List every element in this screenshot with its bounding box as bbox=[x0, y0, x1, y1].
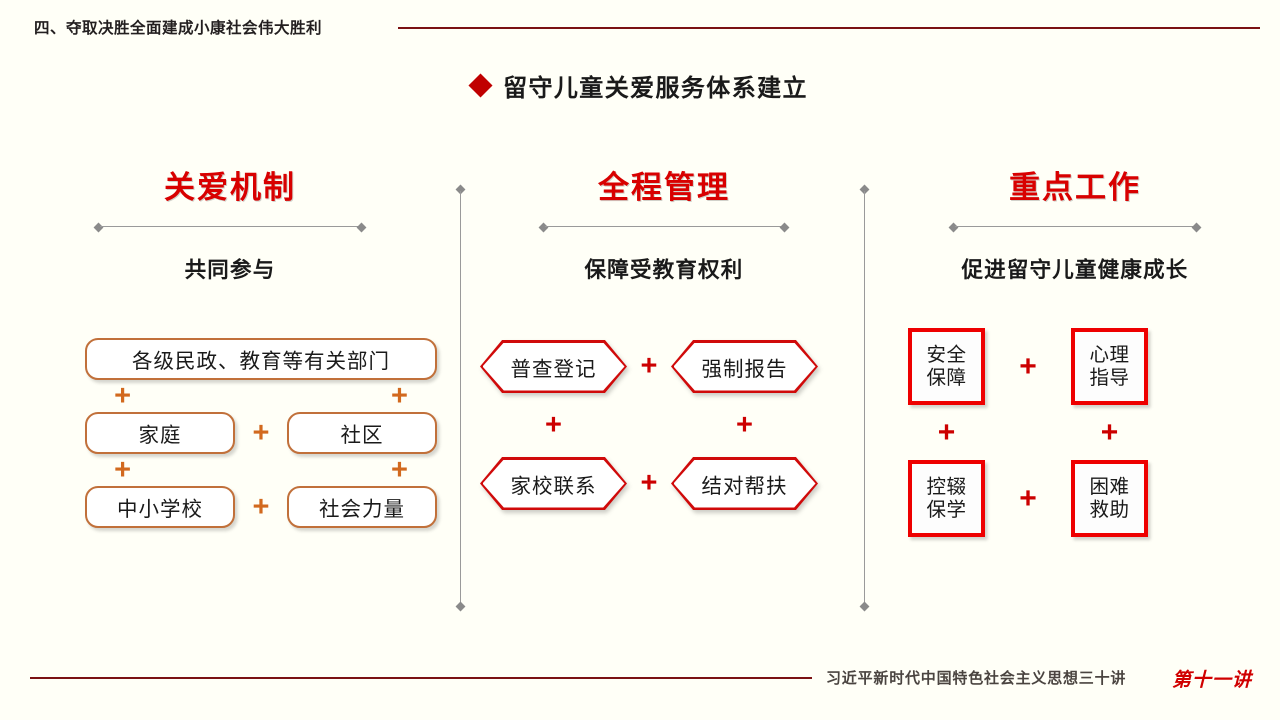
slide-footer: 习近平新时代中国特色社会主义思想三十讲 第十一讲 bbox=[0, 664, 1280, 720]
hexagon-label: 家校联系 bbox=[482, 459, 625, 508]
plus-icon: + bbox=[1100, 415, 1119, 449]
item-label-line1: 控辍 bbox=[926, 476, 967, 499]
footer-divider-line bbox=[30, 677, 812, 679]
plus-icon: + bbox=[114, 453, 131, 486]
plus-icon: + bbox=[640, 467, 658, 499]
divider-line bbox=[864, 191, 866, 605]
item-label-line2: 指导 bbox=[1089, 366, 1130, 389]
item-hexagon[interactable]: 结对帮扶 bbox=[671, 457, 818, 510]
heading-divider bbox=[948, 222, 1202, 232]
hexagon-label: 结对帮扶 bbox=[673, 459, 816, 508]
item-hexagon[interactable]: 强制报告 bbox=[671, 340, 818, 393]
column-whole-process-management: 全程管理 保障受教育权利 普查登记 + 强制报告 bbox=[480, 160, 848, 620]
item-label-line1: 安全 bbox=[926, 344, 967, 367]
header-divider-line bbox=[398, 27, 1260, 29]
item-box[interactable]: 困难 救助 bbox=[1071, 460, 1148, 537]
item-label-line2: 保学 bbox=[926, 498, 967, 521]
plus-connector-row: + + bbox=[480, 393, 848, 457]
item-box[interactable]: 中小学校 bbox=[85, 486, 235, 528]
item-label-line2: 保障 bbox=[926, 366, 967, 389]
vertical-divider-right bbox=[859, 184, 870, 612]
column-subheading: 促进留守儿童健康成长 bbox=[961, 258, 1189, 282]
divider-line bbox=[545, 226, 783, 228]
plus-icon: + bbox=[252, 490, 270, 523]
column-heading: 关爱机制 bbox=[164, 170, 296, 205]
divider-diamond-right-icon bbox=[1191, 222, 1202, 232]
column-heading: 重点工作 bbox=[1009, 170, 1141, 205]
item-row: 安全 保障 + 心理 指导 bbox=[908, 328, 1228, 405]
plus-icon: + bbox=[391, 379, 408, 412]
whole-process-items: 普查登记 + 强制报告 + + 家校联系 bbox=[480, 340, 848, 510]
plus-icon: + bbox=[391, 453, 408, 486]
hexagon-shape: 普查登记 bbox=[480, 340, 627, 393]
divider-line bbox=[100, 226, 360, 228]
hexagon-shape: 强制报告 bbox=[671, 340, 818, 393]
hexagon-shape: 家校联系 bbox=[480, 457, 627, 510]
item-box[interactable]: 社会力量 bbox=[287, 486, 437, 528]
item-hexagon[interactable]: 普查登记 bbox=[480, 340, 627, 393]
plus-icon: + bbox=[640, 350, 658, 382]
plus-icon: + bbox=[1019, 349, 1037, 383]
item-label-line1: 困难 bbox=[1089, 476, 1130, 499]
column-heading: 全程管理 bbox=[598, 170, 730, 205]
plus-connector-row: + + bbox=[75, 454, 447, 486]
plus-icon: + bbox=[1019, 481, 1037, 515]
plus-icon: + bbox=[736, 408, 753, 441]
column-care-mechanism: 关爱机制 共同参与 各级民政、教育等有关部门 + + 家庭 + 社区 + + bbox=[20, 160, 440, 620]
slide-title-text: 留守儿童关爱服务体系建立 bbox=[503, 75, 808, 102]
footer-series-title: 习近平新时代中国特色社会主义思想三十讲 bbox=[826, 670, 1127, 687]
column-key-tasks: 重点工作 促进留守儿童健康成长 安全 保障 + 心理 指导 + bbox=[880, 160, 1270, 620]
divider-line bbox=[460, 191, 462, 605]
item-box[interactable]: 各级民政、教育等有关部门 bbox=[85, 338, 437, 380]
plus-connector-row: + + bbox=[908, 405, 1228, 460]
footer-lecture-badge: 第十一讲 bbox=[1172, 670, 1253, 691]
plus-connector-row: + + bbox=[75, 380, 447, 412]
hexagon-shape: 结对帮扶 bbox=[671, 457, 818, 510]
item-box[interactable]: 控辍 保学 bbox=[908, 460, 985, 537]
item-row: 家校联系 + 结对帮扶 bbox=[480, 457, 848, 510]
plus-icon: + bbox=[252, 416, 270, 449]
columns-container: 关爱机制 共同参与 各级民政、教育等有关部门 + + 家庭 + 社区 + + bbox=[0, 160, 1280, 620]
heading-divider bbox=[93, 222, 367, 232]
item-row: 控辍 保学 + 困难 救助 bbox=[908, 460, 1228, 537]
item-label-line2: 救助 bbox=[1089, 498, 1130, 521]
item-box[interactable]: 家庭 bbox=[85, 412, 235, 454]
plus-icon: + bbox=[937, 415, 956, 449]
item-box[interactable]: 安全 保障 bbox=[908, 328, 985, 405]
plus-icon: + bbox=[114, 379, 131, 412]
divider-line bbox=[955, 226, 1195, 228]
hexagon-label: 强制报告 bbox=[673, 342, 816, 391]
item-hexagon[interactable]: 家校联系 bbox=[480, 457, 627, 510]
column-subheading: 保障受教育权利 bbox=[584, 258, 744, 282]
item-label-line1: 心理 bbox=[1089, 344, 1130, 367]
item-row: 家庭 + 社区 bbox=[75, 412, 447, 454]
slide-header: 四、夺取决胜全面建成小康社会伟大胜利 bbox=[0, 12, 1280, 42]
diamond-bullet-icon bbox=[468, 73, 493, 98]
slide-title: 留守儿童关爱服务体系建立 bbox=[0, 68, 1280, 103]
key-tasks-items: 安全 保障 + 心理 指导 + + 控辍 保学 + bbox=[908, 328, 1228, 537]
hexagon-label: 普查登记 bbox=[482, 342, 625, 391]
item-row: 普查登记 + 强制报告 bbox=[480, 340, 848, 393]
section-title: 四、夺取决胜全面建成小康社会伟大胜利 bbox=[34, 20, 323, 37]
care-mechanism-items: 各级民政、教育等有关部门 + + 家庭 + 社区 + + 中小学校 + 社会力量 bbox=[75, 338, 447, 528]
vertical-divider-left bbox=[455, 184, 466, 612]
divider-diamond-right-icon bbox=[779, 222, 790, 232]
divider-diamond-right-icon bbox=[356, 222, 367, 232]
item-box[interactable]: 社区 bbox=[287, 412, 437, 454]
plus-icon: + bbox=[545, 408, 562, 441]
column-subheading: 共同参与 bbox=[184, 258, 276, 282]
heading-divider bbox=[538, 222, 790, 232]
item-row: 中小学校 + 社会力量 bbox=[75, 486, 447, 528]
item-box[interactable]: 心理 指导 bbox=[1071, 328, 1148, 405]
